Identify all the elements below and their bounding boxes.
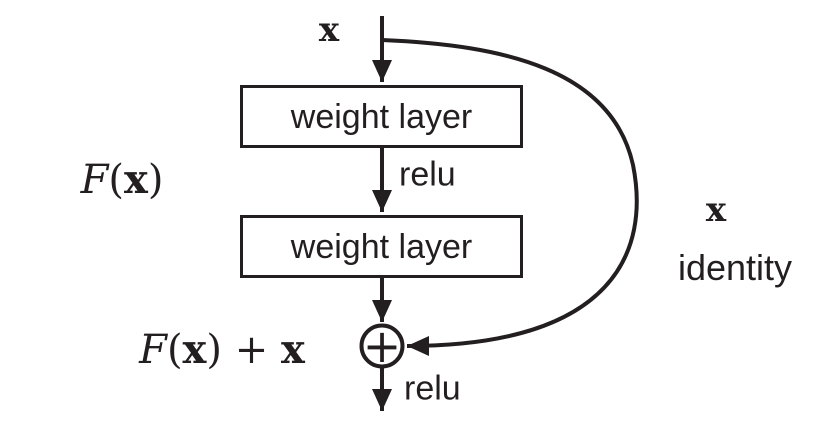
right-paren: ) [147, 157, 164, 203]
input-x-label: x [318, 10, 340, 50]
math-x: x [182, 326, 207, 373]
add-node: + [359, 319, 405, 373]
fx-plus-x-label: F(x) + x [139, 327, 305, 373]
weight-layer-2-label: weight layer [290, 227, 473, 266]
left-paren: ( [166, 327, 183, 373]
left-paren: ( [108, 157, 124, 203]
weight-layer-1-box: weight layer [240, 85, 523, 148]
script-f: F [80, 157, 109, 203]
fx-label: F(x) [80, 157, 164, 203]
math-x: x [123, 156, 148, 203]
plus-icon: + [363, 319, 402, 373]
weight-layer-2-box: weight layer [240, 215, 523, 278]
add-circle [359, 323, 405, 369]
plus-operator: + [222, 327, 281, 373]
script-f: F [139, 327, 167, 373]
identity-label: identity [677, 247, 793, 288]
identity-x-label: x [705, 190, 727, 230]
relu-label-out: relu [404, 369, 461, 408]
identity-skip-connection [381, 38, 639, 356]
right-paren: ) [206, 327, 223, 373]
math-x: x [280, 326, 305, 373]
weight-layer-1-label: weight layer [290, 97, 473, 136]
relu-label-mid: relu [399, 155, 456, 194]
